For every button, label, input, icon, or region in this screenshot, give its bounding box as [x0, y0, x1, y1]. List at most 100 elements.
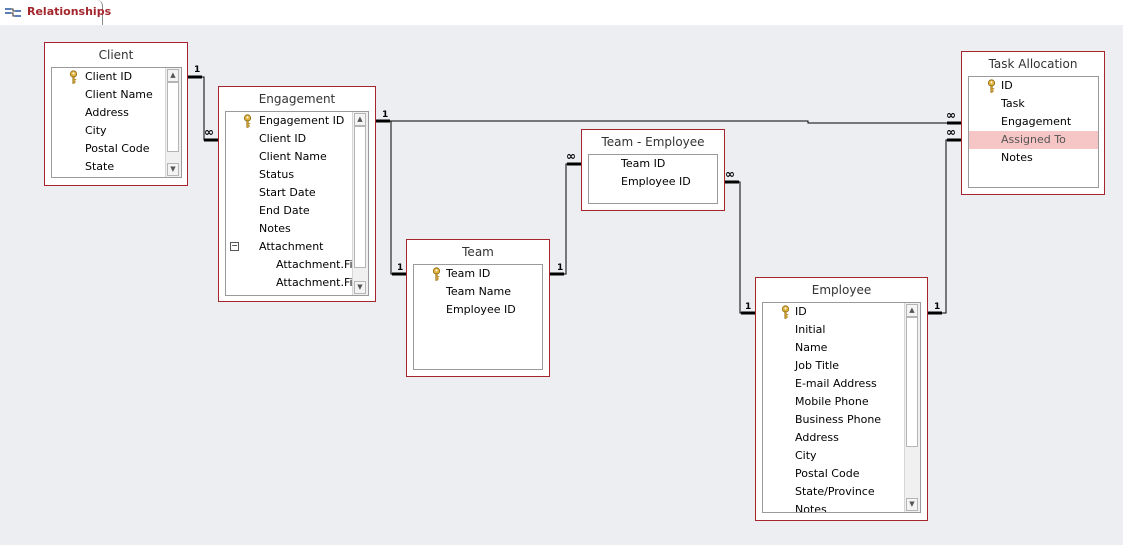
field-name: Initial [795, 323, 826, 336]
field-row[interactable]: Team Name [414, 283, 542, 301]
field-name: End Date [259, 204, 310, 217]
table-title[interactable]: Team [462, 245, 494, 259]
field-list[interactable]: Team ID Employee ID [588, 154, 718, 204]
field-name: Job Title [795, 359, 840, 372]
field-row[interactable]: Mobile Phone [763, 393, 905, 411]
field-name: Assigned To [1001, 133, 1066, 146]
field-row[interactable]: Job Title [763, 357, 905, 375]
field-row[interactable]: State/Province [763, 483, 905, 501]
field-name: Client ID [85, 70, 133, 83]
field-row[interactable]: Attachment.Fil [226, 256, 356, 274]
field-name: E-mail Address [795, 377, 877, 390]
field-row[interactable]: Address [763, 429, 905, 447]
scroll-thumb[interactable] [167, 82, 179, 152]
field-name: Notes [1001, 151, 1033, 164]
field-row[interactable]: ID [969, 77, 1098, 95]
vertical-scrollbar[interactable]: ▲▼ [165, 68, 181, 177]
scroll-thumb[interactable] [906, 317, 918, 447]
field-row[interactable]: Notes [763, 501, 905, 513]
table-title[interactable]: Employee [811, 283, 872, 297]
field-row[interactable]: Team ID [414, 265, 542, 283]
field-row[interactable]: Engagement [969, 113, 1098, 131]
scroll-thumb[interactable] [354, 126, 366, 268]
field-row[interactable]: Assigned To [969, 131, 1098, 149]
field-row[interactable]: Address [52, 104, 166, 122]
field-row[interactable]: End Date [226, 202, 353, 220]
table-engagement[interactable]: Engagement Engagement ID Client ID Client … [218, 86, 376, 302]
field-name: ID [1001, 79, 1013, 92]
table-title[interactable]: Team - Employee [601, 135, 705, 149]
field-name: Notes [795, 503, 827, 513]
field-row[interactable]: Client ID [52, 68, 166, 86]
scroll-down-arrow-icon[interactable]: ▼ [167, 163, 179, 176]
field-row[interactable]: Notes [969, 149, 1098, 167]
field-name: Postal Code [795, 467, 860, 480]
table-team-employee[interactable]: Team - Employee Team ID Employee ID [581, 129, 725, 211]
table-title[interactable]: Task Allocation [988, 57, 1078, 71]
scroll-up-arrow-icon[interactable]: ▲ [354, 113, 366, 126]
document-tab-bar: Relationships [0, 0, 1123, 26]
field-row[interactable]: Notes [226, 220, 353, 238]
field-row[interactable]: Employee ID [589, 173, 717, 191]
field-row[interactable]: Start Date [226, 184, 353, 202]
field-name: State/Province [795, 485, 875, 498]
collapse-icon[interactable]: − [230, 241, 239, 251]
tab-relationships[interactable]: Relationships [0, 0, 111, 25]
vertical-scrollbar[interactable]: ▲▼ [352, 112, 368, 295]
field-row[interactable]: Postal Code [52, 140, 166, 158]
field-row[interactable]: ID [763, 303, 905, 321]
field-name: Business Phone [795, 413, 882, 426]
field-row[interactable]: Name [763, 339, 905, 357]
table-title[interactable]: Client [98, 48, 134, 62]
field-row[interactable]: Postal Code [763, 465, 905, 483]
field-row[interactable]: Status [226, 166, 353, 184]
relationships-icon [5, 8, 21, 17]
field-name: Start Date [259, 186, 316, 199]
field-row[interactable]: City [52, 122, 166, 140]
field-row[interactable]: Business Phone [763, 411, 905, 429]
field-row[interactable]: Initial [763, 321, 905, 339]
field-name: Client ID [259, 132, 307, 145]
field-row[interactable]: State [52, 158, 166, 176]
field-name: ID [795, 305, 807, 318]
field-row[interactable]: Engagement ID [226, 112, 353, 130]
field-row[interactable]: E-mail Address [763, 375, 905, 393]
field-name: Status [259, 168, 295, 181]
field-name: Task [1001, 97, 1025, 110]
field-row[interactable]: Task [969, 95, 1098, 113]
field-name: Employee ID [621, 175, 691, 188]
field-name: Postal Code [85, 142, 150, 155]
scroll-down-arrow-icon[interactable]: ▼ [354, 281, 366, 294]
scroll-down-arrow-icon[interactable]: ▼ [906, 498, 918, 511]
field-name: Attachment.Fil [276, 276, 356, 289]
table-title[interactable]: Engagement [258, 92, 336, 106]
field-row[interactable]: Employee ID [414, 301, 542, 319]
field-name: Team ID [446, 267, 491, 280]
field-row[interactable]: Client Name [226, 148, 353, 166]
tab-label: Relationships [27, 5, 112, 18]
scroll-up-arrow-icon[interactable]: ▲ [906, 304, 918, 317]
field-row[interactable]: −Attachment [226, 238, 353, 256]
field-name: Mobile Phone [795, 395, 869, 408]
primary-key-icon [432, 267, 441, 281]
vertical-scrollbar[interactable]: ▲▼ [904, 303, 920, 512]
field-row[interactable]: Attachment.Fil [226, 274, 356, 292]
field-name: Client Name [85, 88, 153, 101]
field-row[interactable]: City [763, 447, 905, 465]
field-name: Client Name [259, 150, 327, 163]
field-name: Team ID [621, 157, 666, 170]
field-row[interactable]: Team ID [589, 155, 717, 173]
field-row[interactable]: Client ID [226, 130, 353, 148]
field-name: Address [85, 106, 129, 119]
scroll-up-arrow-icon[interactable]: ▲ [167, 69, 179, 82]
field-row[interactable]: Client Name [52, 86, 166, 104]
